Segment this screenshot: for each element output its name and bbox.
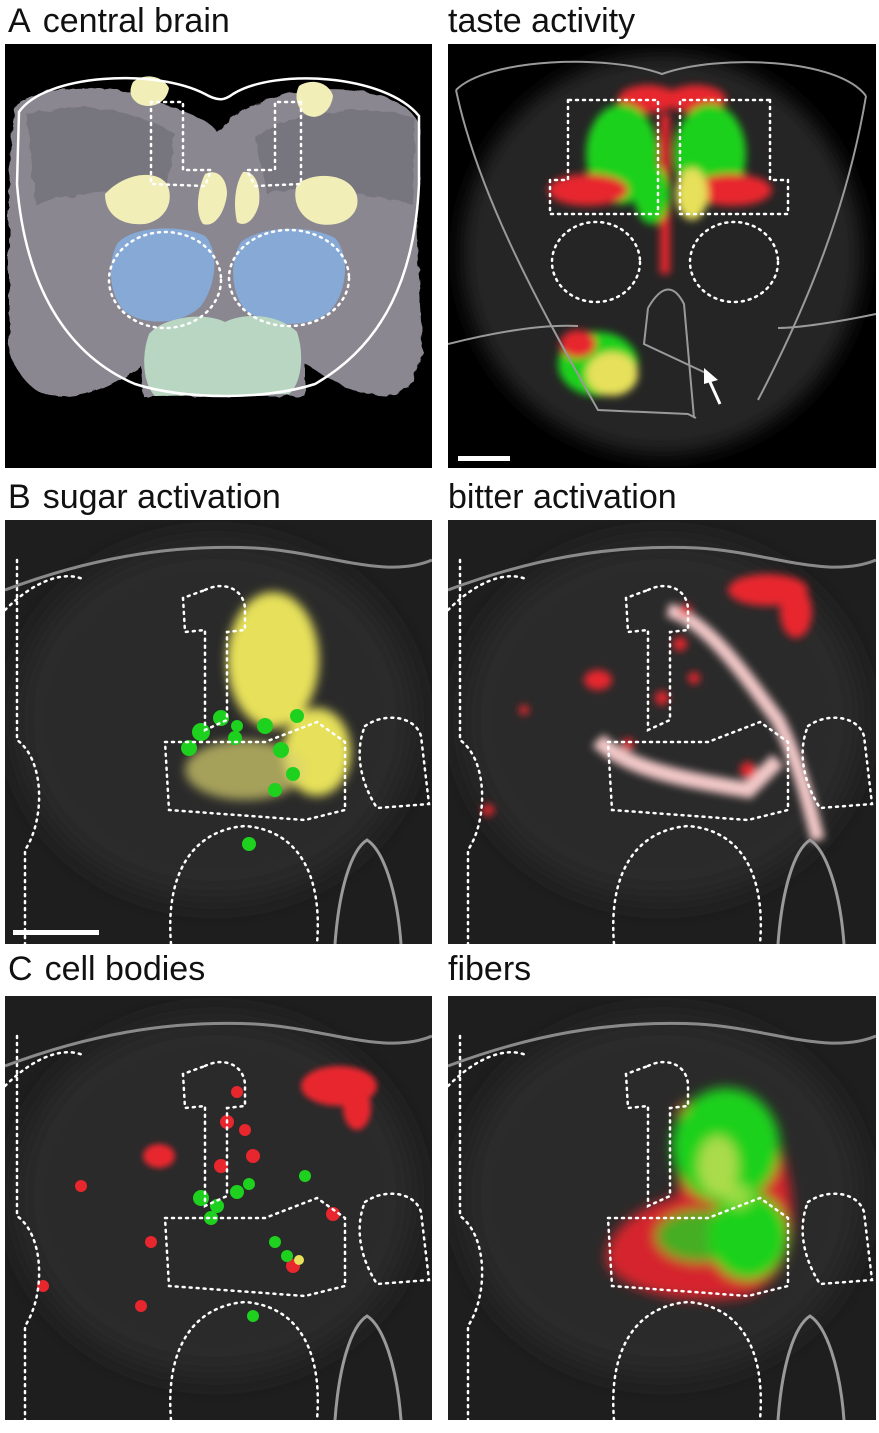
bitter-activation-micrograph [448, 520, 876, 944]
image-cell-bodies [5, 996, 432, 1420]
panel-title-fibers: fibers [448, 950, 532, 988]
panel-letter-c: C [8, 950, 33, 988]
panel-title-cell-bodies: cell bodies [44, 950, 206, 988]
scale-bar-icon [13, 930, 99, 935]
arrow-icon [704, 368, 722, 405]
panel-title-taste-activity: taste activity [448, 2, 636, 40]
label-panel-a-right: taste activity [448, 4, 635, 38]
image-fibers [448, 996, 876, 1420]
taste-activity-micrograph [448, 54, 876, 461]
image-sugar-activation [5, 520, 432, 944]
fibers-micrograph [448, 996, 876, 1420]
label-panel-b-right: bitter activation [448, 480, 677, 514]
panel-letter-b: B [8, 478, 31, 516]
image-taste-activity [448, 44, 876, 468]
scale-bar-icon [458, 456, 510, 461]
label-panel-c-right: fibers [448, 952, 531, 986]
panel-title-central-brain: central brain [42, 2, 230, 40]
panel-letter-a: A [8, 2, 31, 40]
image-bitter-activation [448, 520, 876, 944]
panel-title-sugar-activation: sugar activation [42, 478, 281, 516]
image-central-brain [5, 44, 432, 468]
panel-title-bitter-activation: bitter activation [448, 478, 677, 516]
central-brain-illustration [9, 76, 423, 398]
cell-bodies-micrograph [5, 996, 432, 1420]
sugar-activation-micrograph [5, 520, 432, 944]
